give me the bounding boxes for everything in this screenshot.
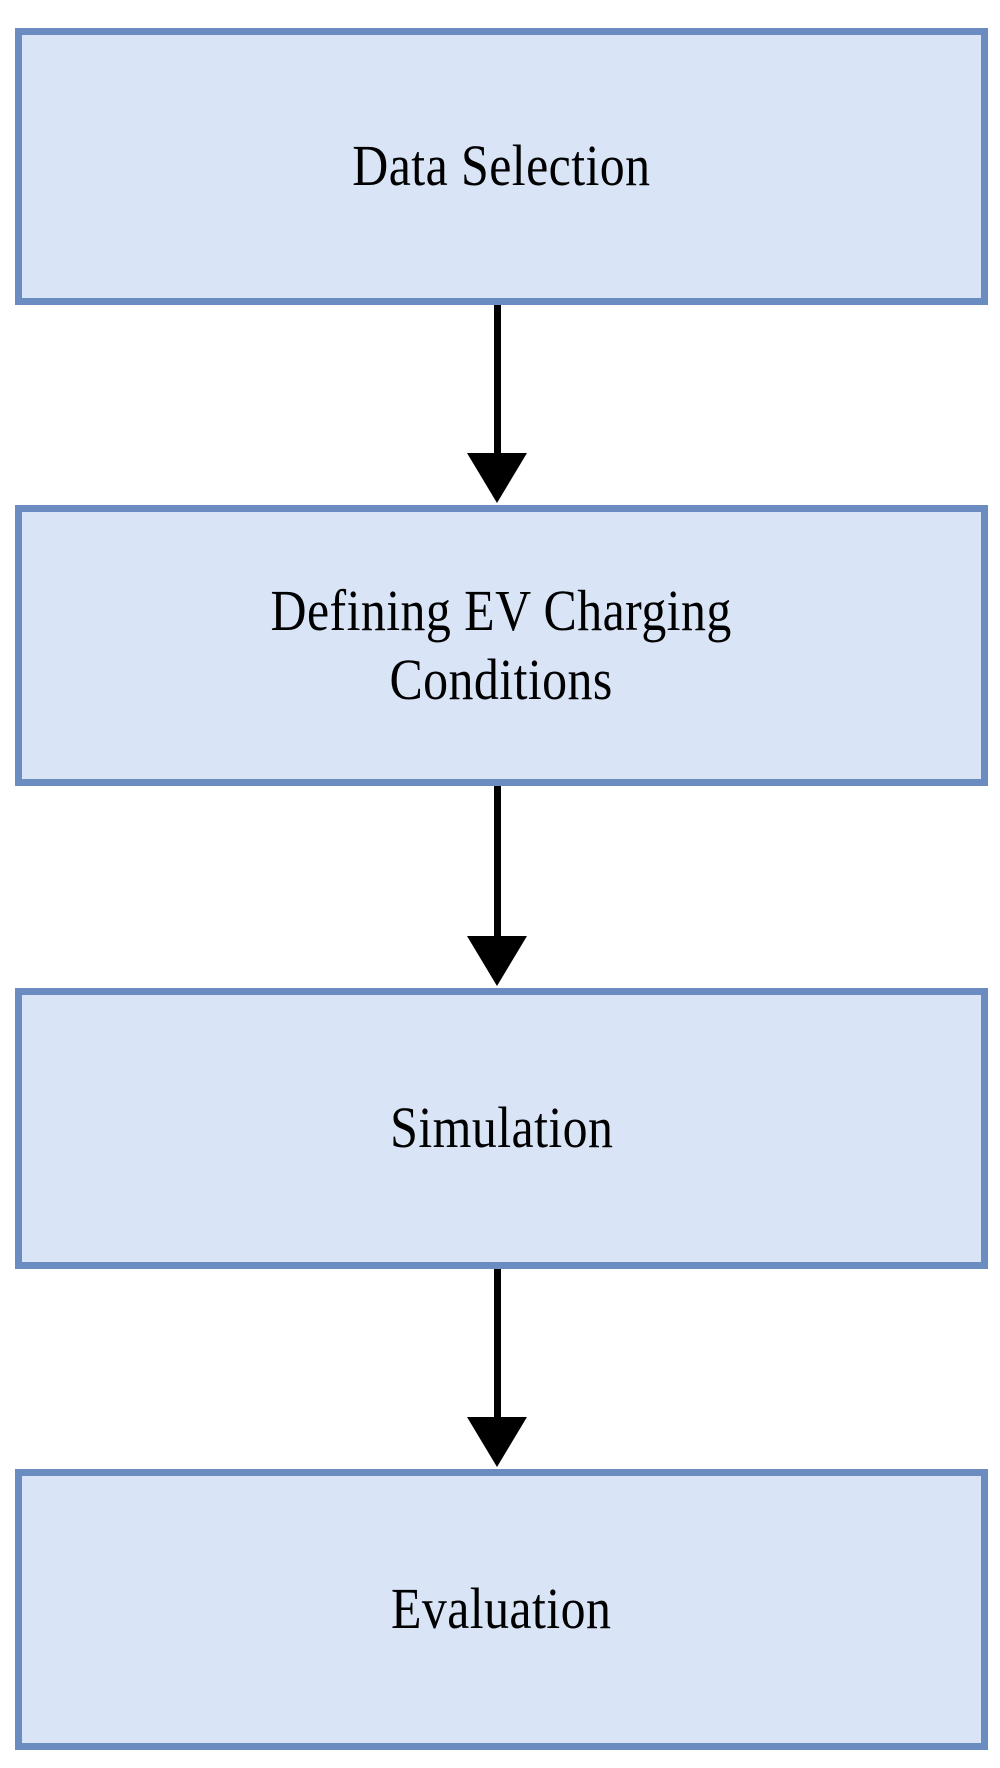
flowchart-arrow-defining-ev-charging-conditions-to-simulation <box>0 786 1000 988</box>
arrowhead-down-icon <box>467 936 527 986</box>
arrow-line <box>494 305 501 455</box>
flowchart-node-label: Evaluation <box>391 1576 612 1642</box>
flowchart-arrow-data-selection-to-defining-ev-charging-conditions <box>0 305 1000 505</box>
flowchart-node-defining-ev-charging-conditions[interactable]: Defining EV Charging Conditions <box>15 505 988 786</box>
flowchart-node-evaluation[interactable]: Evaluation <box>15 1469 988 1750</box>
arrowhead-down-icon <box>467 1417 527 1467</box>
arrow-line <box>494 1269 501 1419</box>
arrowhead-down-icon <box>467 453 527 503</box>
flowchart-arrow-simulation-to-evaluation <box>0 1269 1000 1469</box>
flowchart-node-simulation[interactable]: Simulation <box>15 988 988 1269</box>
flowchart-node-label: Defining EV Charging Conditions <box>270 578 733 712</box>
flowchart-node-label: Simulation <box>389 1095 614 1161</box>
flowchart-node-label: Data Selection <box>352 133 651 199</box>
flowchart-node-data-selection[interactable]: Data Selection <box>15 28 988 305</box>
arrow-line <box>494 786 501 938</box>
